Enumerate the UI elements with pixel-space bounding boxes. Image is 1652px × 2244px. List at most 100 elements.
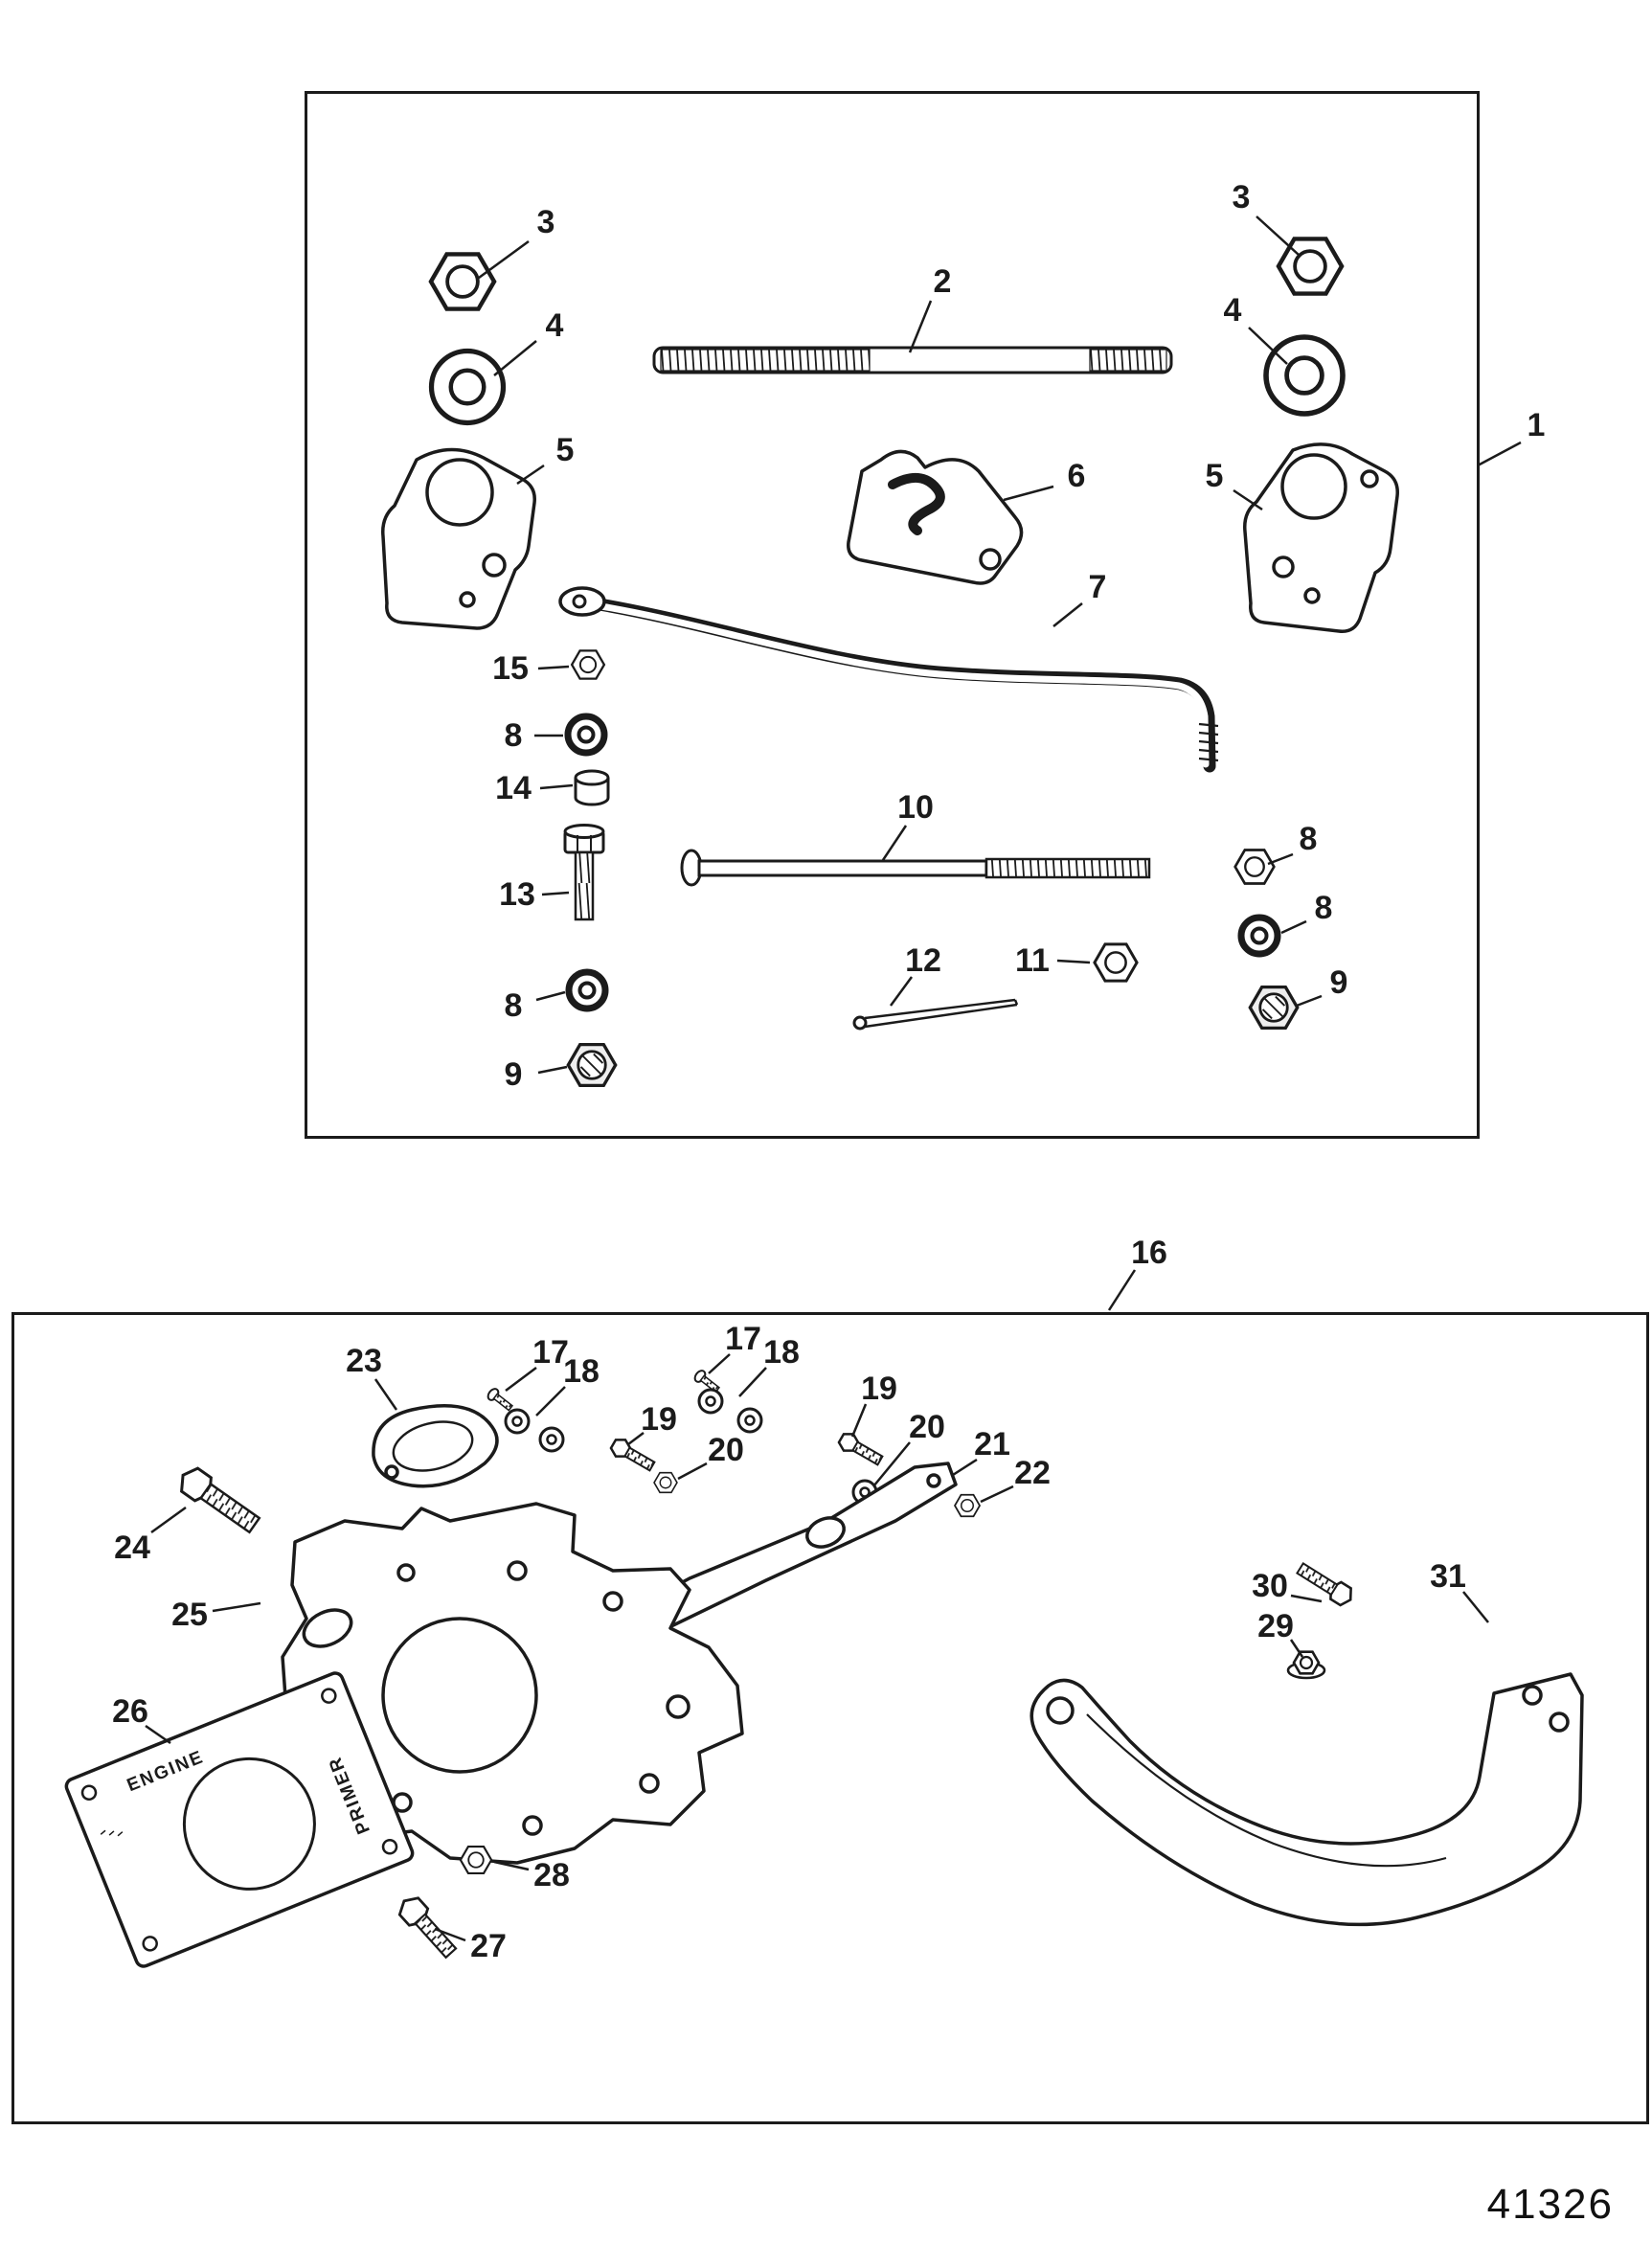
leader-line xyxy=(1233,488,1263,511)
callout-label-15: 15 xyxy=(492,650,529,687)
leader-line xyxy=(1477,441,1522,467)
callout-label-28: 28 xyxy=(533,1857,570,1893)
drawing-number: 41326 xyxy=(1486,2181,1614,2228)
leader-line xyxy=(493,1860,530,1871)
callout-label-13: 13 xyxy=(499,876,535,913)
callout-label-17: 17 xyxy=(725,1321,761,1357)
callout-label-5: 5 xyxy=(555,432,575,468)
callout-label-19: 19 xyxy=(861,1371,897,1407)
callout-label-23: 23 xyxy=(346,1343,382,1379)
callout-label-29: 29 xyxy=(1257,1608,1294,1644)
leader-line xyxy=(212,1601,261,1613)
callout-label-21: 21 xyxy=(974,1426,1010,1462)
callout-label-10: 10 xyxy=(897,789,934,826)
leader-line xyxy=(541,891,570,896)
leader-line xyxy=(537,1065,568,1075)
leader-line xyxy=(516,464,545,486)
mounting-plate-icon xyxy=(281,1502,744,1865)
callout-label-9: 9 xyxy=(504,1056,523,1093)
leader-line xyxy=(535,1386,566,1417)
leader-line xyxy=(738,1367,767,1397)
leader-line xyxy=(889,976,914,1007)
callout-label-3: 3 xyxy=(536,204,555,240)
leader-lines xyxy=(145,215,1522,1942)
stud-bracket-right-icon xyxy=(1243,442,1399,633)
spacer-icon xyxy=(574,769,610,806)
leader-line xyxy=(627,1432,645,1445)
cover-icon xyxy=(372,1403,499,1488)
leader-line xyxy=(850,1403,868,1438)
callout-label-19: 19 xyxy=(641,1401,677,1438)
leader-line xyxy=(952,1458,978,1477)
callout-label-9: 9 xyxy=(1329,964,1348,1001)
callout-label-14: 14 xyxy=(495,770,532,806)
leader-line xyxy=(1462,1591,1489,1623)
leader-line xyxy=(1280,919,1307,935)
top-assembly-drawing xyxy=(381,238,1399,1088)
hex-bolt-icon xyxy=(397,1896,458,1960)
shift-rod-icon xyxy=(558,586,1219,773)
leader-line xyxy=(881,825,908,861)
anchor-bracket-icon xyxy=(847,449,1024,585)
callout-label-18: 18 xyxy=(563,1353,600,1390)
leader-line xyxy=(1296,994,1323,1008)
flange-nut-icon xyxy=(1286,1650,1326,1680)
callout-label-20: 20 xyxy=(708,1432,744,1468)
leader-line xyxy=(1052,602,1083,627)
callout-label-31: 31 xyxy=(1430,1558,1466,1595)
callout-label-12: 12 xyxy=(905,942,941,979)
callout-label-5: 5 xyxy=(1205,458,1224,494)
callout-label-27: 27 xyxy=(470,1928,507,1964)
callout-label-20: 20 xyxy=(909,1409,945,1445)
leader-line xyxy=(505,1367,537,1392)
callout-label-8: 8 xyxy=(1314,890,1333,926)
leader-line xyxy=(1056,959,1091,964)
callout-label-18: 18 xyxy=(763,1334,800,1371)
cotter-pin-icon xyxy=(852,998,1019,1031)
callout-label-11: 11 xyxy=(1015,942,1050,979)
callout-label-30: 30 xyxy=(1252,1568,1288,1604)
leader-line xyxy=(434,1927,466,1942)
long-screw-icon xyxy=(680,849,1151,887)
gasket-icon: ENGINE PRIMER xyxy=(64,1671,415,1968)
top-assembly-border xyxy=(305,91,1480,1139)
callout-label-17: 17 xyxy=(532,1334,569,1371)
leader-line xyxy=(1267,852,1294,866)
leader-line xyxy=(478,239,530,280)
leader-line xyxy=(708,1353,731,1374)
leader-line xyxy=(1289,1639,1304,1658)
leader-line xyxy=(1107,1269,1137,1311)
leader-line xyxy=(908,300,933,353)
threaded-stud-icon xyxy=(652,346,1173,374)
leader-line xyxy=(1248,327,1288,365)
callout-label-1: 1 xyxy=(1527,407,1546,443)
leader-line xyxy=(872,1441,911,1487)
hex-bolt-icon xyxy=(1296,1562,1352,1607)
leader-line xyxy=(1290,1594,1323,1603)
leader-line xyxy=(677,1462,708,1481)
callout-label-4: 4 xyxy=(1223,292,1242,329)
leader-line xyxy=(537,665,570,670)
leader-line xyxy=(535,990,566,1002)
leader-line xyxy=(373,1378,398,1411)
callout-label-8: 8 xyxy=(504,987,523,1024)
callout-label-26: 26 xyxy=(112,1693,148,1730)
callout-label-25: 25 xyxy=(171,1597,208,1633)
hex-bolt-icon xyxy=(180,1466,261,1534)
callout-label-22: 22 xyxy=(1014,1455,1051,1491)
leader-line xyxy=(1003,485,1054,502)
callout-label-7: 7 xyxy=(1088,569,1107,605)
leader-line xyxy=(1256,215,1300,256)
guard-bracket-icon xyxy=(1030,1672,1584,1927)
stud-bracket-left-icon xyxy=(381,447,536,630)
callout-label-6: 6 xyxy=(1067,458,1086,494)
bottom-assembly-drawing: ENGINE PRIMER xyxy=(64,1368,1584,1968)
leader-line xyxy=(980,1485,1014,1504)
callout-label-24: 24 xyxy=(114,1530,150,1566)
callout-label-8: 8 xyxy=(1299,821,1318,857)
callout-label-4: 4 xyxy=(545,307,564,344)
leader-line xyxy=(145,1724,171,1745)
callout-label-3: 3 xyxy=(1232,179,1251,215)
